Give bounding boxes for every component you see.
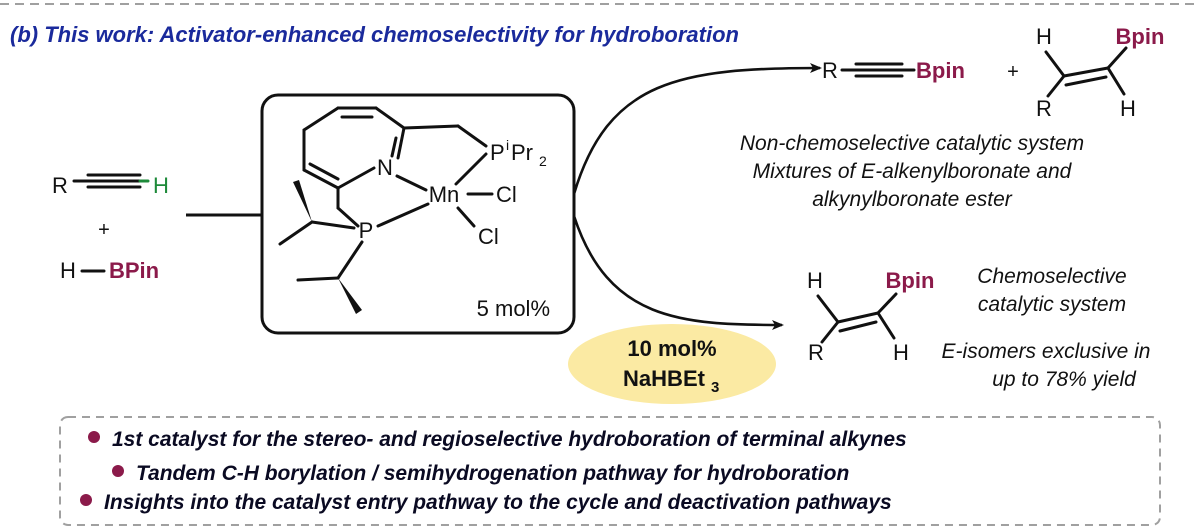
non-chemoselective-note: Non-chemoselective catalytic system Mixt…: [740, 132, 1084, 211]
svg-text:N: N: [377, 155, 393, 180]
svg-text:Bpin: Bpin: [1116, 24, 1165, 49]
svg-text:H: H: [60, 258, 76, 283]
alkynylboronate-product: R Bpin: [822, 58, 965, 83]
svg-text:R: R: [52, 173, 68, 198]
scheme-title: (b) This work: Activator-enhanced chemos…: [10, 22, 739, 47]
highlight-bullet-2: Tandem C-H borylation / semihydrogenatio…: [112, 462, 849, 485]
svg-text:H: H: [807, 268, 823, 293]
highlights-box: [59, 416, 1161, 526]
svg-text:2: 2: [539, 153, 547, 169]
svg-text:Tandem C-H borylation / semihy: Tandem C-H borylation / semihydrogenatio…: [136, 462, 849, 485]
activator-reagent: NaHBEt: [623, 366, 706, 391]
svg-text:i: i: [506, 137, 509, 153]
arrow-to-bottom-product: [572, 215, 784, 330]
catalyst-structure: N P i Pr 2 Mn Cl Cl P 5 mol%: [278, 106, 550, 321]
alkenylboronate-product-top: H Bpin R H: [1036, 24, 1164, 121]
svg-text:BPin: BPin: [109, 258, 159, 283]
svg-text:Cl: Cl: [496, 182, 517, 207]
svg-text:Insights into the catalyst ent: Insights into the catalyst entry pathway…: [104, 491, 892, 514]
svg-text:catalytic system: catalytic system: [978, 293, 1126, 316]
svg-text:H: H: [893, 340, 909, 365]
bullet-dot-2: [112, 465, 124, 477]
highlight-bullet-3: Insights into the catalyst entry pathway…: [80, 491, 892, 514]
svg-text:H: H: [153, 173, 169, 198]
product-plus: +: [1007, 61, 1019, 83]
activator-loading: 10 mol%: [627, 336, 716, 361]
bullet-dot-3: [80, 494, 92, 506]
svg-text:R: R: [1036, 96, 1052, 121]
svg-text:up to 78% yield: up to 78% yield: [992, 368, 1137, 391]
arrow-to-top-product: [572, 63, 822, 195]
svg-text:Mixtures of E-alkenylboronate: Mixtures of E-alkenylboronate and: [753, 160, 1073, 183]
svg-text:Bpin: Bpin: [886, 268, 935, 293]
svg-text:Bpin: Bpin: [916, 58, 965, 83]
reactant-plus: +: [98, 219, 110, 241]
svg-text:Mn: Mn: [429, 182, 460, 207]
svg-text:H: H: [1120, 96, 1136, 121]
e-alkenylboronate-product: H Bpin R H: [807, 268, 934, 365]
highlight-bullet-1: 1st catalyst for the stereo- and regiose…: [88, 428, 907, 451]
svg-text:H: H: [1036, 24, 1052, 49]
svg-text:Cl: Cl: [478, 224, 499, 249]
svg-text:P: P: [359, 218, 374, 243]
svg-text:P: P: [490, 140, 505, 165]
alkyne-reactant: R H: [52, 173, 169, 198]
svg-text:Non-chemoselective catalytic s: Non-chemoselective catalytic system: [740, 132, 1084, 155]
svg-text:Chemoselective: Chemoselective: [977, 265, 1126, 288]
svg-text:alkynylboronate ester: alkynylboronate ester: [812, 188, 1013, 211]
pinacolborane-reactant: H BPin: [60, 258, 159, 283]
activator-reagent-subscript: 3: [711, 379, 719, 396]
chemoselective-note: Chemoselective catalytic system E-isomer…: [942, 265, 1151, 391]
activator-badge: [568, 324, 776, 404]
svg-text:E-isomers exclusive in: E-isomers exclusive in: [942, 340, 1151, 363]
svg-text:R: R: [822, 58, 838, 83]
svg-text:1st catalyst for the stereo- a: 1st catalyst for the stereo- and regiose…: [112, 428, 907, 451]
bullet-dot-1: [88, 431, 100, 443]
svg-text:R: R: [808, 340, 824, 365]
svg-text:Pr: Pr: [511, 140, 533, 165]
svg-text:5 mol%: 5 mol%: [477, 296, 550, 321]
